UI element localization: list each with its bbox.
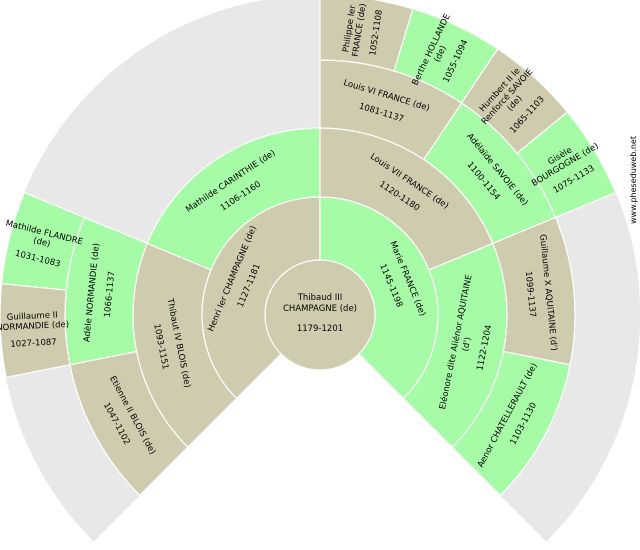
root-person[interactable]: Thibaud III CHAMPAGNE (de) 1179-1201 bbox=[264, 259, 376, 371]
root-name-line-2: CHAMPAGNE (de) bbox=[283, 304, 357, 314]
empty-segment bbox=[569, 283, 640, 378]
person-name-line: Guillaume II bbox=[7, 310, 58, 322]
person-louis-vii-france[interactable]: Louis VII FRANCE (de)1120-1180 bbox=[319, 127, 494, 271]
root-circle[interactable] bbox=[264, 259, 376, 371]
root-dates: 1179-1201 bbox=[297, 324, 343, 334]
person-guillaume-x-aquitaine[interactable]: Guillaume X AQUITAINE (d')1099-1137 bbox=[491, 216, 576, 366]
root-name-line-1: Thibaud III bbox=[297, 293, 343, 303]
person-henri-ier-champagne[interactable]: Henri Ier CHAMPAGNE (de)1127-1181 bbox=[201, 196, 321, 400]
person-name-line: NORMANDIE (de) bbox=[0, 320, 69, 334]
person-name-line: (de) bbox=[32, 236, 51, 250]
person-etienne-ii-blois[interactable]: Etienne II BLOIS (de)1047-1102 bbox=[69, 350, 189, 497]
segment-aenor-chatellerault[interactable] bbox=[451, 350, 571, 497]
person-louis-vi-france[interactable]: Louis VI FRANCE (de)1081-1137 bbox=[319, 59, 463, 161]
person-mathilde-flandre[interactable]: Mathilde FLANDRE(de)1031-1083 bbox=[0, 191, 86, 291]
person-dates: 1099-1137 bbox=[523, 271, 537, 318]
person-name-line: (d') bbox=[461, 336, 474, 352]
person-eleonore-aquitaine[interactable]: Eléonore dite Aliénor AQUITAINE(d')1122-… bbox=[402, 242, 508, 449]
person-adele-normandie[interactable]: Adèle NORMANDIE (de)1066-1137 bbox=[64, 216, 149, 366]
person-dates: 1027-1087 bbox=[10, 337, 57, 349]
segment-mathilde-flandre[interactable] bbox=[0, 191, 86, 291]
watermark-text: www.pheseduweb.net bbox=[629, 136, 638, 224]
segment-gisele-bourgogne[interactable] bbox=[516, 111, 617, 219]
person-dates: 1066-1137 bbox=[103, 271, 117, 318]
person-berthe-hollande[interactable]: Berthe HOLLANDE(de)1055-1094 bbox=[393, 8, 499, 104]
